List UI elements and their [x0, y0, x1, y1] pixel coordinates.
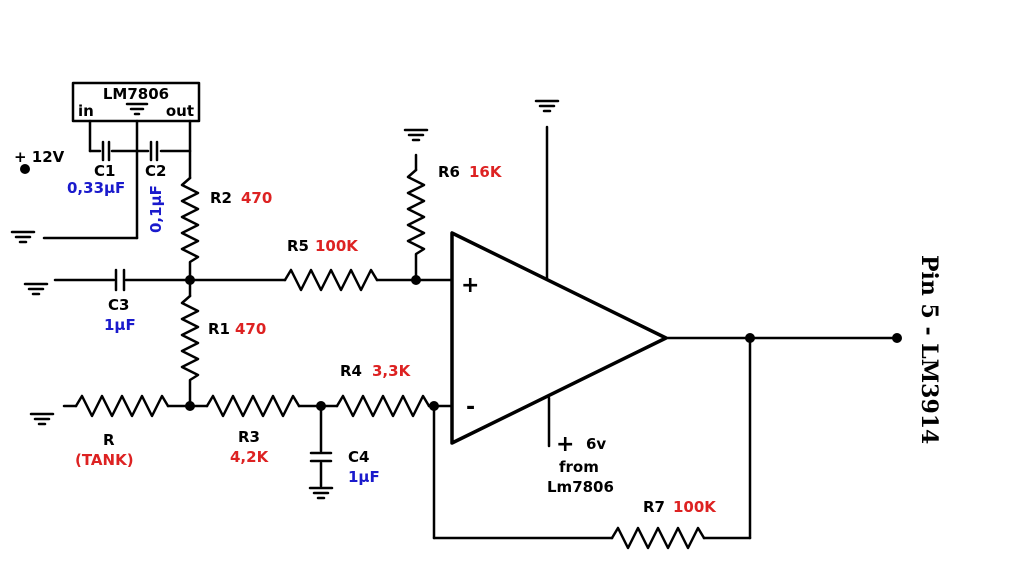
r7-value: 100K	[673, 498, 717, 516]
r4-name: R4	[340, 362, 362, 380]
c2-value: 0,1µF	[147, 185, 165, 233]
ground-icon	[403, 128, 429, 142]
r-tank-resistor	[74, 394, 170, 418]
regulator-name: LM7806	[103, 85, 169, 103]
junction-node	[185, 401, 195, 411]
c4-value: 1µF	[348, 468, 380, 486]
r2-resistor	[180, 176, 200, 282]
opamp-plus-input-label: +	[461, 273, 479, 298]
r-tank-value: (TANK)	[75, 451, 134, 469]
regulator-out-label: out	[166, 102, 194, 120]
ground-icon	[29, 412, 55, 426]
output-pin-label: Pin 5 - LM3914	[916, 255, 942, 444]
c3-value: 1µF	[104, 316, 136, 334]
opamp-supply-from: from	[559, 458, 599, 476]
opamp-minus-input-label: -	[466, 395, 475, 420]
regulator-ground-icon	[125, 102, 149, 116]
r7-name: R7	[643, 498, 665, 516]
r3-name: R3	[238, 428, 260, 446]
c4-capacitor	[309, 451, 333, 463]
lm7806-regulator: LM7806 in out	[71, 81, 201, 123]
r3-resistor	[205, 394, 301, 418]
r4-value: 3,3K	[372, 362, 412, 380]
c1-name: C1	[94, 162, 115, 180]
r5-resistor	[283, 268, 379, 292]
r1-name: R1	[208, 320, 230, 338]
regulator-in-label: in	[78, 102, 94, 120]
ground-icon	[23, 282, 49, 296]
c3-capacitor	[114, 268, 126, 292]
ground-icon	[534, 99, 560, 113]
c1-capacitor	[101, 140, 111, 162]
r6-name: R6	[438, 163, 460, 181]
r2-value: 470	[241, 189, 272, 207]
c4-name: C4	[348, 448, 369, 466]
output-terminal	[892, 333, 902, 343]
r4-resistor	[335, 394, 431, 418]
r7-resistor	[610, 526, 706, 550]
c1-value: 0,33µF	[67, 179, 125, 197]
r3-value: 4,2K	[230, 448, 270, 466]
r6-value: 16K	[469, 163, 503, 181]
ground-icon	[308, 486, 334, 500]
r1-resistor	[180, 294, 200, 408]
supply-wiring	[20, 119, 192, 240]
r5-name: R5	[287, 237, 309, 255]
r2-name: R2	[210, 189, 232, 207]
opamp-supply-plus: +	[556, 432, 574, 457]
c2-capacitor	[149, 140, 159, 162]
supply-terminal	[20, 164, 30, 174]
r5-value: 100K	[315, 237, 359, 255]
c3-name: C3	[108, 296, 129, 314]
opamp-supply-value: 6v	[586, 435, 606, 453]
r-tank-name: R	[103, 431, 115, 449]
r6-resistor	[406, 168, 426, 282]
ground-icon	[10, 230, 36, 244]
c2-name: C2	[145, 162, 166, 180]
opamp-supply-source: Lm7806	[547, 478, 614, 496]
r1-value: 470	[235, 320, 266, 338]
supply-label: + 12V	[14, 148, 65, 166]
opamp-triangle	[450, 231, 668, 445]
